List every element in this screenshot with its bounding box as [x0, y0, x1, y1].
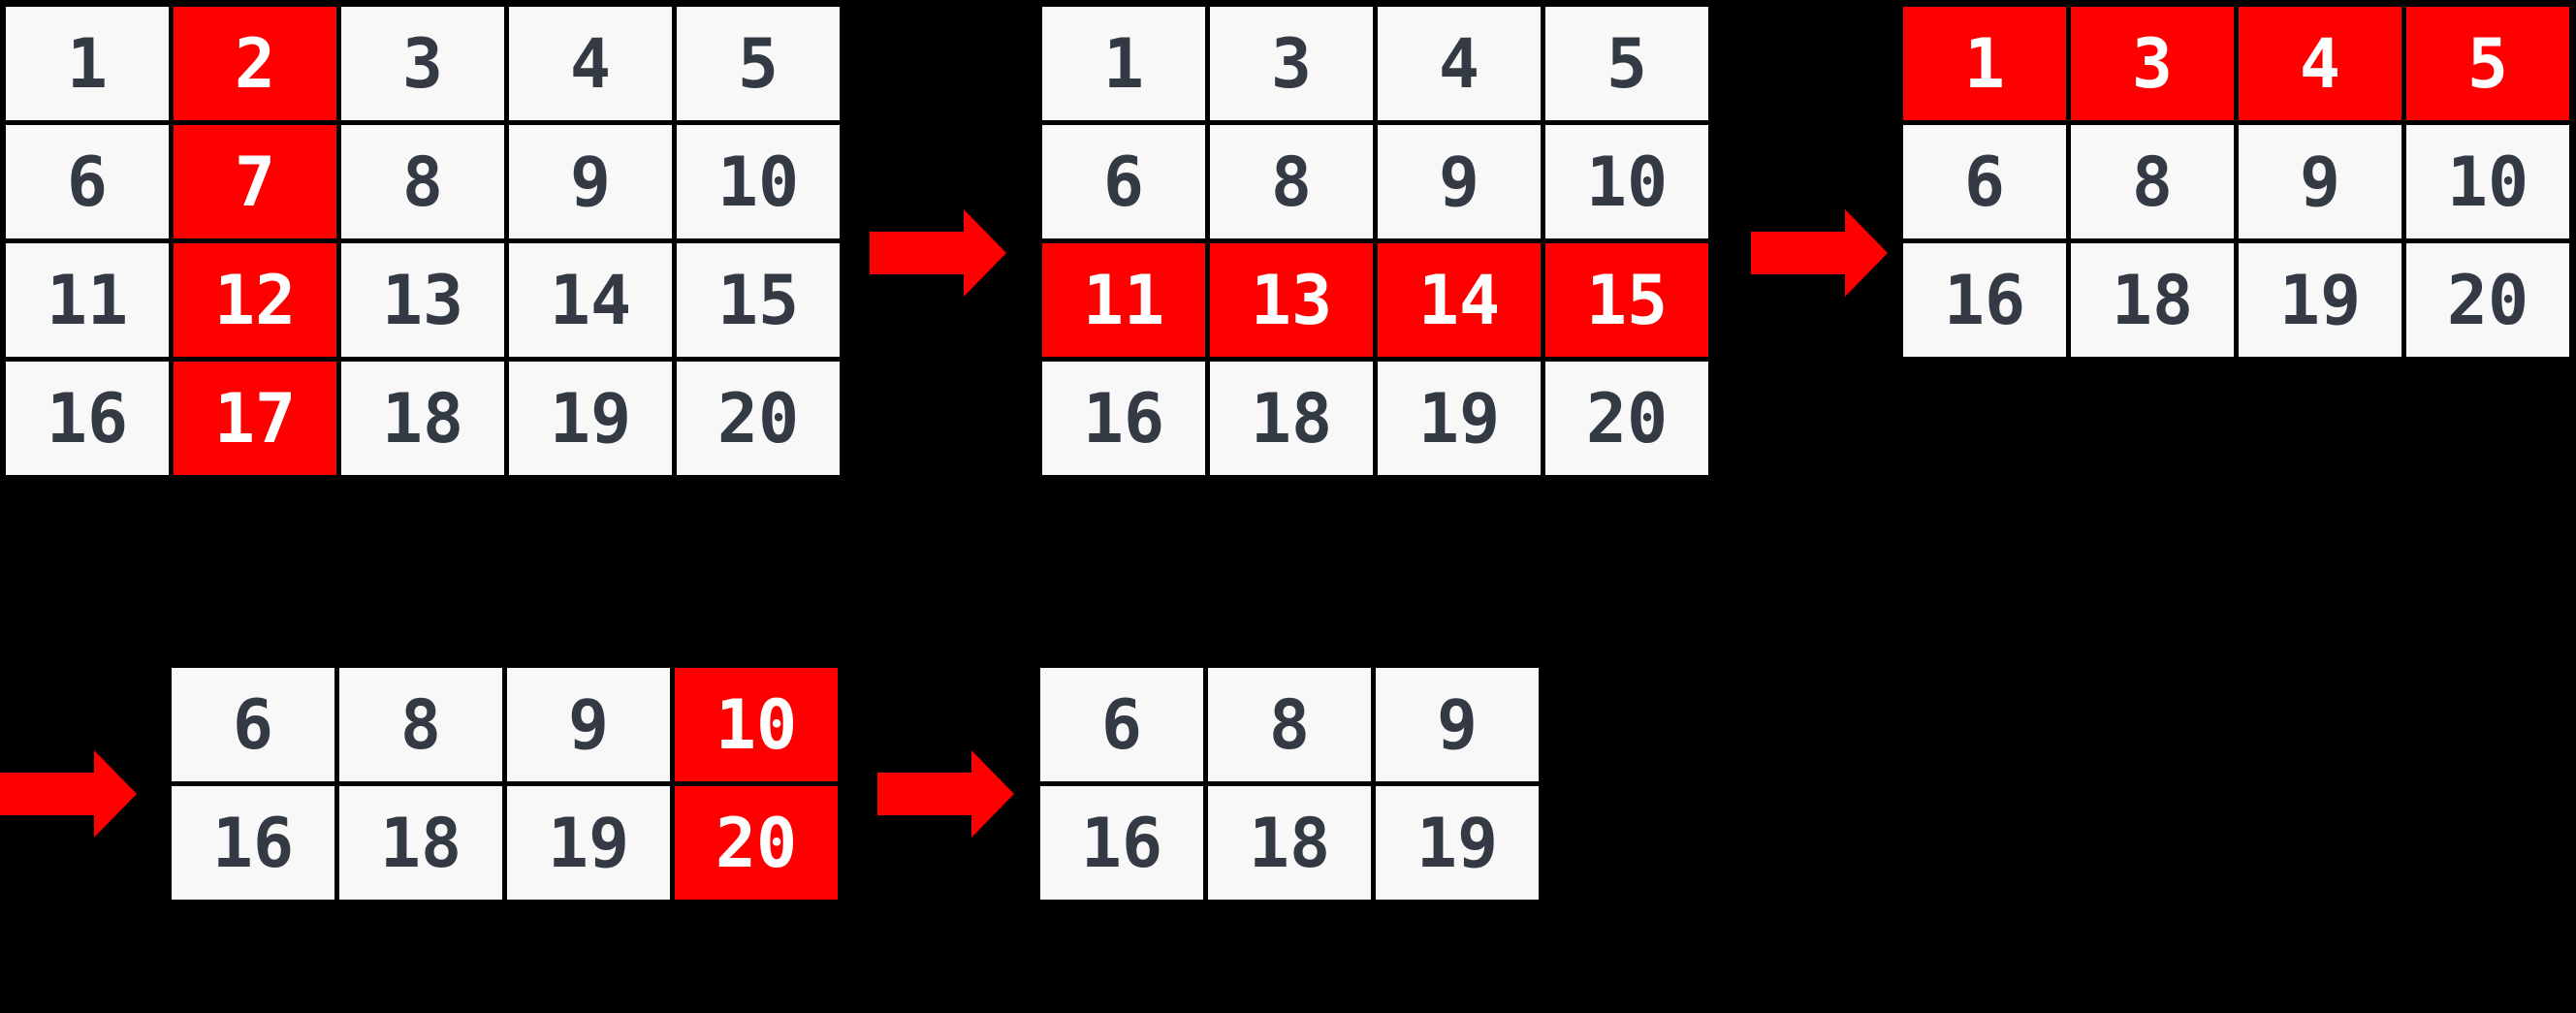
cell: 6	[172, 668, 334, 781]
cell: 10	[1545, 125, 1708, 238]
cell: 9	[1378, 125, 1541, 238]
cell: 18	[339, 786, 502, 900]
cell: 4	[1378, 7, 1541, 120]
arrow-head	[94, 750, 137, 838]
cell: 11	[6, 243, 169, 357]
arrow-right-icon	[877, 750, 1014, 838]
cell: 9	[507, 668, 670, 781]
arrow-right-icon	[0, 750, 137, 838]
cell: 9	[2239, 125, 2401, 238]
arrow-right-icon	[870, 209, 1006, 297]
cell: 19	[509, 362, 672, 475]
highlighted-cell: 4	[2239, 7, 2401, 120]
cell: 8	[2071, 125, 2234, 238]
cell: 1	[1042, 7, 1205, 120]
arrow-head	[1845, 209, 1888, 297]
highlighted-cell: 11	[1042, 243, 1205, 357]
cell: 4	[509, 7, 672, 120]
cell: 16	[6, 362, 169, 475]
cell: 3	[341, 7, 504, 120]
cell: 8	[1210, 125, 1373, 238]
cell: 19	[507, 786, 670, 900]
cell: 16	[172, 786, 334, 900]
highlighted-cell: 10	[675, 668, 838, 781]
highlighted-cell: 3	[2071, 7, 2234, 120]
highlighted-cell: 1	[1903, 7, 2066, 120]
cell: 18	[1210, 362, 1373, 475]
cell: 5	[677, 7, 840, 120]
cell: 14	[509, 243, 672, 357]
cell: 5	[1545, 7, 1708, 120]
arrow-head	[971, 750, 1014, 838]
cell: 3	[1210, 7, 1373, 120]
cell: 9	[509, 125, 672, 238]
cell: 13	[341, 243, 504, 357]
cell: 10	[677, 125, 840, 238]
arrow-shaft	[1751, 232, 1845, 274]
cell: 19	[2239, 243, 2401, 357]
highlighted-cell: 13	[1210, 243, 1373, 357]
arrow-shaft	[870, 232, 964, 274]
highlighted-cell: 17	[174, 362, 336, 475]
cell: 8	[339, 668, 502, 781]
cell: 18	[1208, 786, 1371, 900]
cell: 20	[1545, 362, 1708, 475]
highlighted-cell: 7	[174, 125, 336, 238]
arrow-shaft	[877, 773, 971, 815]
cell: 19	[1376, 786, 1539, 900]
cell: 15	[677, 243, 840, 357]
cell: 16	[1042, 362, 1205, 475]
cell: 8	[1208, 668, 1371, 781]
highlighted-cell: 5	[2406, 7, 2569, 120]
highlighted-cell: 2	[174, 7, 336, 120]
highlighted-cell: 20	[675, 786, 838, 900]
highlighted-cell: 12	[174, 243, 336, 357]
cell: 19	[1378, 362, 1541, 475]
cell: 18	[2071, 243, 2234, 357]
cell: 6	[1903, 125, 2066, 238]
cell: 6	[1040, 668, 1203, 781]
cell: 20	[677, 362, 840, 475]
cell: 10	[2406, 125, 2569, 238]
arrow-head	[964, 209, 1006, 297]
cell: 6	[6, 125, 169, 238]
cell: 6	[1042, 125, 1205, 238]
cell: 20	[2406, 243, 2569, 357]
highlighted-cell: 14	[1378, 243, 1541, 357]
arrow-shaft	[0, 773, 94, 815]
cell: 16	[1903, 243, 2066, 357]
cell: 8	[341, 125, 504, 238]
cell: 1	[6, 7, 169, 120]
cell: 16	[1040, 786, 1203, 900]
cell: 9	[1376, 668, 1539, 781]
highlighted-cell: 15	[1545, 243, 1708, 357]
arrow-right-icon	[1751, 209, 1888, 297]
cell: 18	[341, 362, 504, 475]
